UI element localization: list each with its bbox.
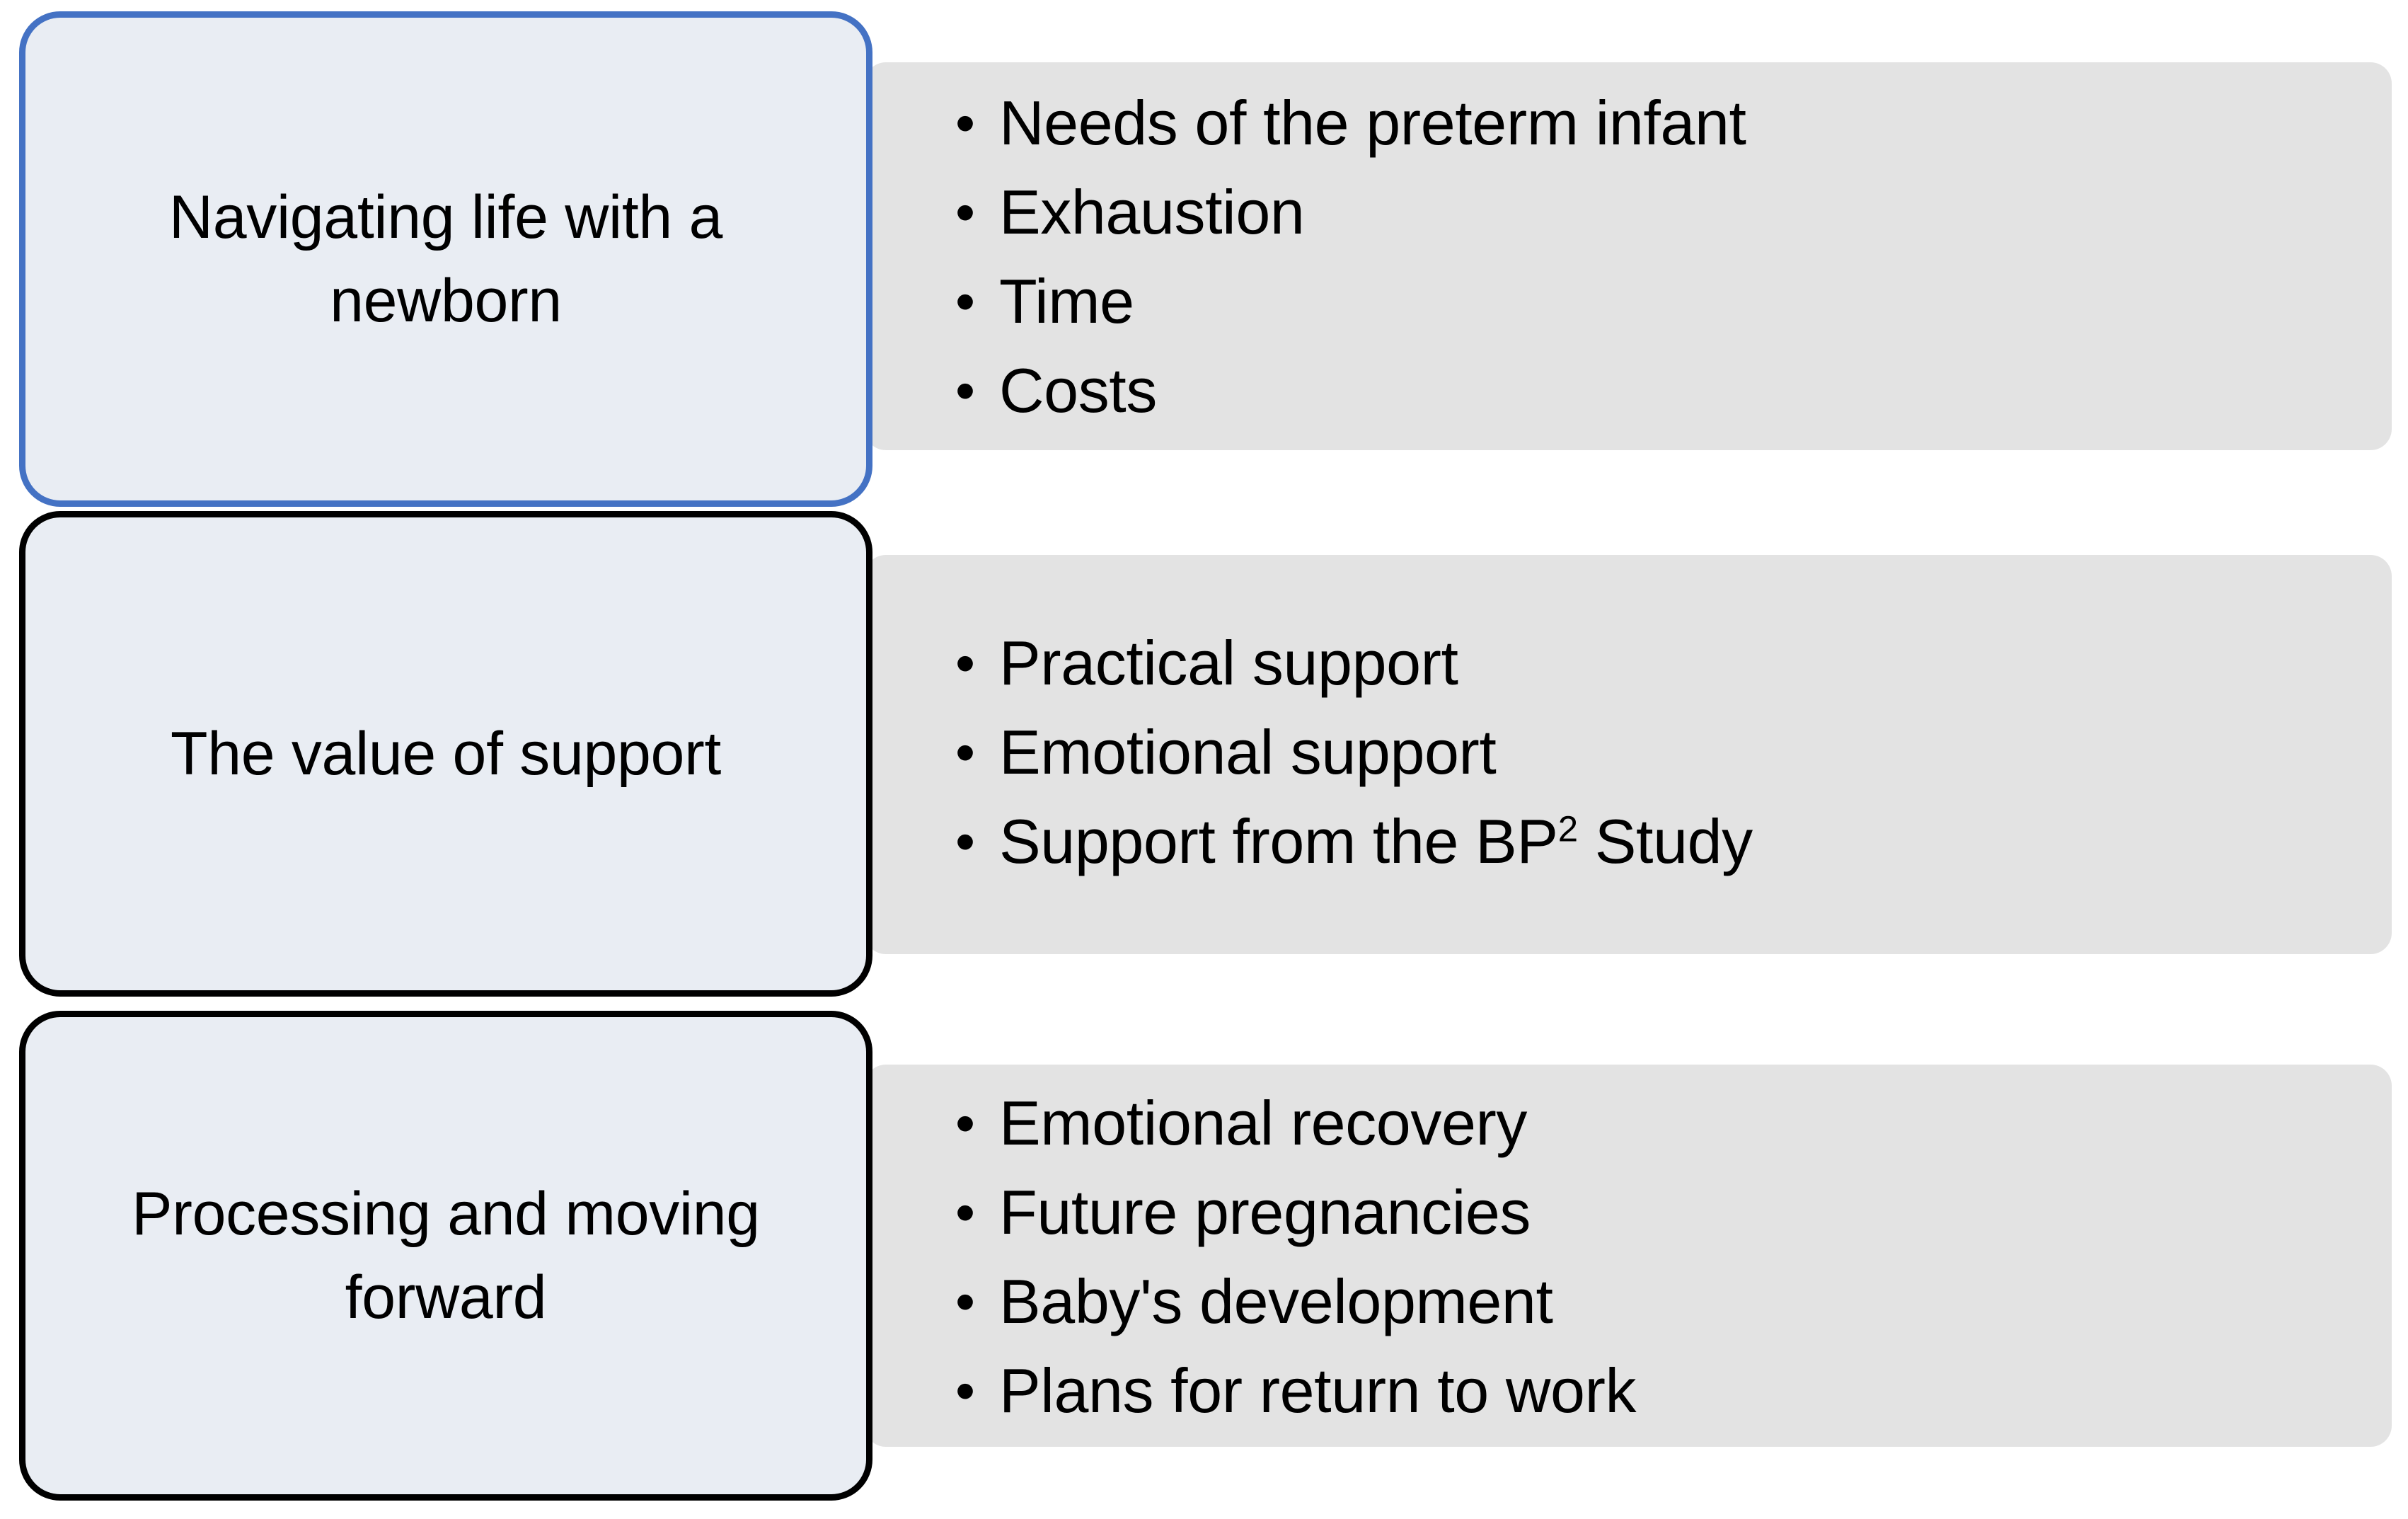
theme-box-the-value-of-support[interactable]: The value of support [19,511,872,997]
bullet-marker-icon: • [955,721,975,784]
bullet-item: • Time [955,257,2363,346]
bullet-marker-icon: • [955,91,975,154]
bullet-panel-row-3: •Emotional recovery •Future pregnancies … [865,1065,2392,1447]
bullet-item: • Support from the BP2 Study [955,797,2363,886]
theme-box-label: The value of support [170,720,722,788]
bullet-marker-icon: • [955,270,975,333]
bullet-text: Emotional recovery [999,1088,1527,1158]
theme-box-navigating-life-with-a-newborn[interactable]: Navigating life with a newborn [19,11,872,507]
bullet-marker-icon: • [955,180,975,243]
bullet-text: Needs of the preterm infant [999,88,1746,158]
bullet-text: Plans for return to work [999,1355,1637,1426]
bullet-item: • Emotional recovery [955,1079,2363,1168]
bullet-item: • Emotional support [955,708,2363,797]
bullet-text-suffix: Study [1577,806,1753,876]
bullet-list-row-3: •Emotional recovery •Future pregnancies … [955,1079,2363,1435]
bullet-list-row-1: • Needs of the preterm infant • Exhaustion… [955,79,2363,435]
bullet-text: Costs [999,355,1157,425]
bullet-item: • Costs [955,346,2363,435]
bullet-marker-icon: • [955,1359,975,1422]
bullet-marker-icon: • [955,631,975,694]
bullet-text: Future pregnancies [999,1177,1531,1247]
bullet-item: • Future pregnancies [955,1168,2363,1257]
bullet-text: Exhaustion [999,177,1305,247]
bullet-marker-icon: • [955,359,975,422]
theme-box-processing-and-moving-forward[interactable]: Processing and moving forward [19,1011,872,1501]
bullet-marker-icon: • [955,1181,975,1244]
bullet-item: • Needs of the preterm infant [955,79,2363,168]
bullet-item: • Baby's development [955,1257,2363,1346]
bullet-text: Support from the BP [999,806,1558,876]
bullet-text: Emotional support [999,717,1497,787]
bullet-item: • Practical support [955,619,2363,708]
theme-box-label: Processing and moving forward [132,1180,760,1331]
bullet-marker-icon: • [955,1270,975,1333]
bullet-text: Practical support [999,628,1458,698]
theme-box-label: Navigating life with a newborn [168,183,723,335]
bullet-item: • Plans for return to work [955,1346,2363,1435]
bullet-marker-icon: • [955,1091,975,1154]
bullet-text: Time [999,266,1134,336]
bullet-text-superscript: 2 [1557,808,1578,849]
bullet-panel-row-2: • Practical support • Emotional support • S… [865,555,2392,954]
bullet-list-row-2: • Practical support • Emotional support • S… [955,619,2363,886]
bullet-item: • Exhaustion [955,168,2363,257]
bullet-marker-icon: • [955,810,975,873]
bullet-panel-row-1: • Needs of the preterm infant • Exhaustion… [865,62,2392,450]
bullet-text: Baby's development [999,1266,1553,1336]
